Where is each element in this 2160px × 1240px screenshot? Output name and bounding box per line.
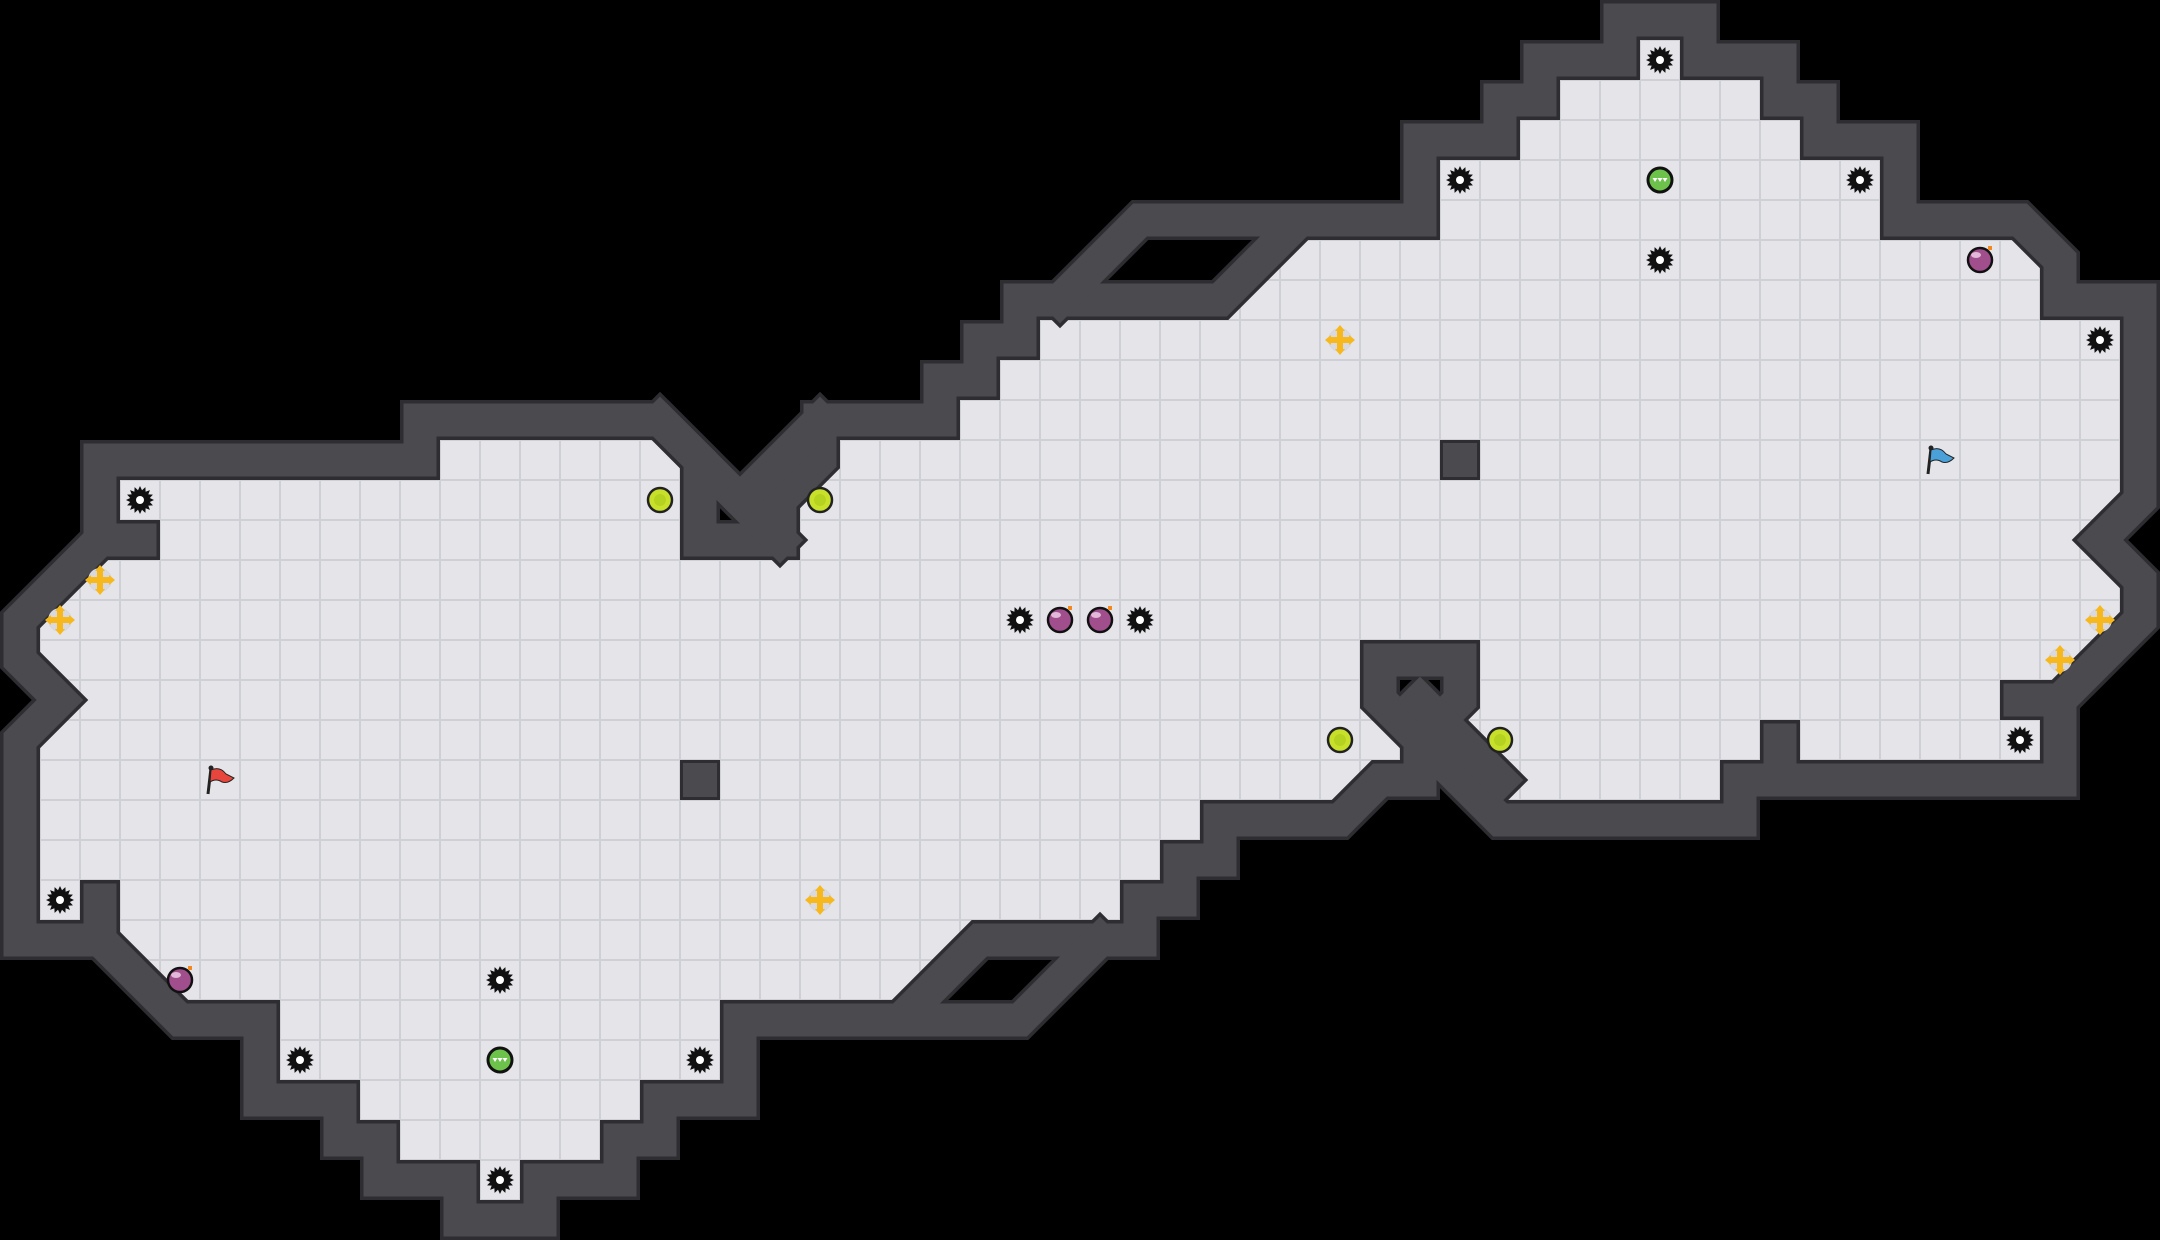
wall <box>636 396 804 564</box>
wall-block <box>1443 443 1477 477</box>
green-orb-icon[interactable] <box>1646 166 1674 194</box>
move-cross-icon[interactable] <box>805 885 835 915</box>
move-cross-icon[interactable] <box>1325 325 1355 355</box>
bomb-icon[interactable] <box>1046 606 1074 634</box>
wall <box>883 916 1124 1037</box>
gear-icon[interactable] <box>686 1046 714 1074</box>
gear-icon[interactable] <box>1126 606 1154 634</box>
move-cross-icon[interactable] <box>85 565 115 595</box>
blue-flag-icon[interactable] <box>1926 445 1955 475</box>
gear-icon[interactable] <box>126 486 154 514</box>
wall-block <box>683 763 717 797</box>
bomb-icon[interactable] <box>166 966 194 994</box>
gear-icon[interactable] <box>2086 326 2114 354</box>
gear-icon[interactable] <box>1006 606 1034 634</box>
wall <box>1396 676 1524 804</box>
gear-icon[interactable] <box>1846 166 1874 194</box>
red-flag-icon[interactable] <box>206 765 235 795</box>
gear-icon[interactable] <box>1646 46 1674 74</box>
gear-icon[interactable] <box>46 886 74 914</box>
move-cross-icon[interactable] <box>2085 605 2115 635</box>
entity-layer <box>45 46 2115 1194</box>
bomb-icon[interactable] <box>1086 606 1114 634</box>
wall <box>1036 203 1317 324</box>
yellow-orb-icon[interactable] <box>1486 726 1514 754</box>
yellow-orb-icon[interactable] <box>646 486 674 514</box>
yellow-orb-icon[interactable] <box>806 486 834 514</box>
gear-icon[interactable] <box>1646 246 1674 274</box>
gear-icon[interactable] <box>486 966 514 994</box>
gear-icon[interactable] <box>2006 726 2034 754</box>
wall <box>716 396 844 524</box>
gear-icon[interactable] <box>486 1166 514 1194</box>
wall <box>3 3 2157 1237</box>
gear-icon[interactable] <box>1446 166 1474 194</box>
bomb-icon[interactable] <box>1966 246 1994 274</box>
yellow-orb-icon[interactable] <box>1326 726 1354 754</box>
move-cross-icon[interactable] <box>2045 645 2075 675</box>
gear-icon[interactable] <box>286 1046 314 1074</box>
green-orb-icon[interactable] <box>486 1046 514 1074</box>
move-cross-icon[interactable] <box>45 605 75 635</box>
